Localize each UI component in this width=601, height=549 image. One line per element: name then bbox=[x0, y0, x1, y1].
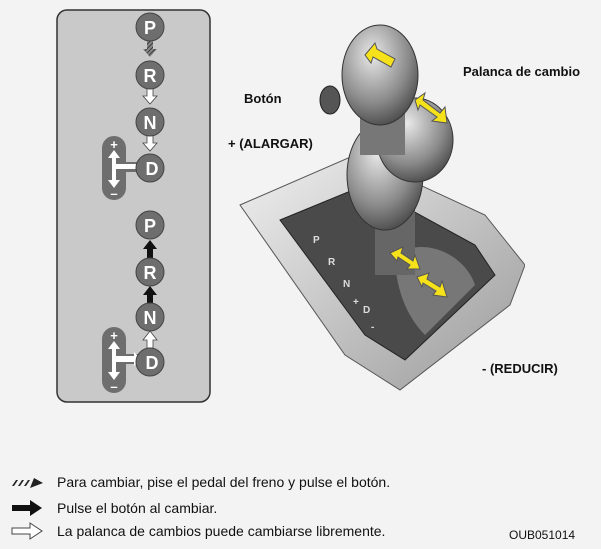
figure-code: OUB051014 bbox=[509, 528, 576, 542]
gate-d: D bbox=[363, 305, 370, 316]
legend-icons bbox=[11, 478, 43, 540]
gate-n: N bbox=[343, 279, 350, 290]
gear-p: P bbox=[144, 216, 156, 236]
outline-arrow-icon bbox=[142, 134, 158, 152]
minus-sign: – bbox=[110, 186, 117, 201]
legend-item: Para cambiar, pise el pedal del freno y … bbox=[57, 474, 391, 490]
gate-p: P bbox=[313, 235, 320, 246]
gate-plus: + bbox=[353, 297, 359, 308]
manual-gate-lower bbox=[102, 327, 150, 393]
plus-sign: + bbox=[110, 137, 118, 152]
outline-arrow-icon bbox=[142, 87, 158, 105]
gear-n: N bbox=[144, 113, 157, 133]
plus-sign: + bbox=[110, 328, 118, 343]
shift-button bbox=[319, 85, 341, 115]
gear-d: D bbox=[146, 353, 159, 373]
outline-arrow-icon bbox=[11, 522, 43, 540]
hatched-arrow-icon bbox=[12, 478, 43, 488]
gear-knob bbox=[341, 24, 419, 126]
gate-r: R bbox=[328, 257, 336, 268]
legend-item: La palanca de cambios puede cambiarse li… bbox=[57, 523, 386, 539]
button-label: Botón bbox=[244, 91, 282, 106]
gear-p: P bbox=[144, 18, 156, 38]
black-arrow-icon bbox=[12, 500, 42, 516]
shift-pattern-panel: P R N D P R N D + – + – bbox=[56, 9, 211, 403]
lever-label: Palanca de cambio bbox=[463, 64, 581, 79]
gear-lever-illustration: P R N + D - bbox=[239, 24, 525, 391]
gate-minus: - bbox=[371, 322, 374, 333]
gear-r: R bbox=[144, 263, 157, 283]
gear-d: D bbox=[146, 159, 159, 179]
black-arrow-icon bbox=[143, 240, 157, 259]
minus-sign: – bbox=[110, 379, 117, 394]
gear-n: N bbox=[144, 308, 157, 328]
legend-item: Pulse el botón al cambiar. bbox=[57, 500, 218, 516]
gear-r: R bbox=[144, 66, 157, 86]
downshift-label: - (REDUCIR) bbox=[482, 361, 558, 376]
outline-arrow-icon bbox=[142, 330, 158, 349]
hatched-arrow-icon bbox=[143, 40, 157, 57]
black-arrow-icon bbox=[143, 286, 157, 304]
upshift-label: + (ALARGAR) bbox=[228, 136, 313, 151]
manual-gate-upper bbox=[102, 136, 150, 200]
